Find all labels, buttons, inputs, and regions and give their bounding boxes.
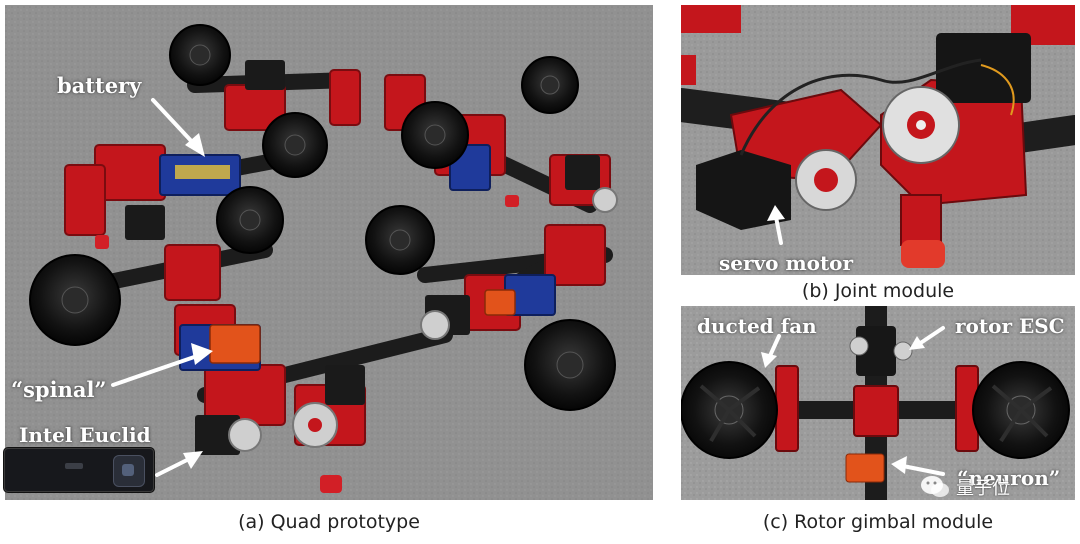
wechat-icon [921, 476, 949, 497]
device-logo [65, 463, 83, 469]
rotor-gimbal-photo: ducted fan rotor ESC “neuron” [681, 306, 1075, 500]
spinal-label: “spinal” [11, 377, 107, 402]
caption-joint-module: (b) Joint module [801, 280, 955, 302]
joint-module-photo: servo motor [681, 5, 1075, 275]
watermark-text: 量子位 [956, 478, 1010, 499]
joint-module-illustration [681, 5, 1075, 275]
camera-icon [113, 455, 145, 487]
rotor-gimbal-illustration [681, 306, 1075, 500]
ducted-fan-label: ducted fan [697, 314, 817, 338]
rotor-esc-label: rotor ESC [955, 314, 1065, 338]
battery-label: battery [57, 73, 142, 98]
servo-motor-label: servo motor [719, 251, 854, 275]
quad-prototype-photo: battery “spinal” Intel Euclid [5, 5, 653, 500]
watermark: 量子位 [920, 472, 1010, 502]
quad-prototype-illustration [5, 5, 653, 500]
intel-euclid-device [4, 448, 154, 492]
intel-euclid-label: Intel Euclid [19, 423, 151, 447]
caption-quad-prototype: (a) Quad prototype [238, 511, 420, 533]
neuron-label: “neuron” [957, 466, 1061, 490]
caption-rotor-gimbal: (c) Rotor gimbal module [762, 511, 994, 533]
